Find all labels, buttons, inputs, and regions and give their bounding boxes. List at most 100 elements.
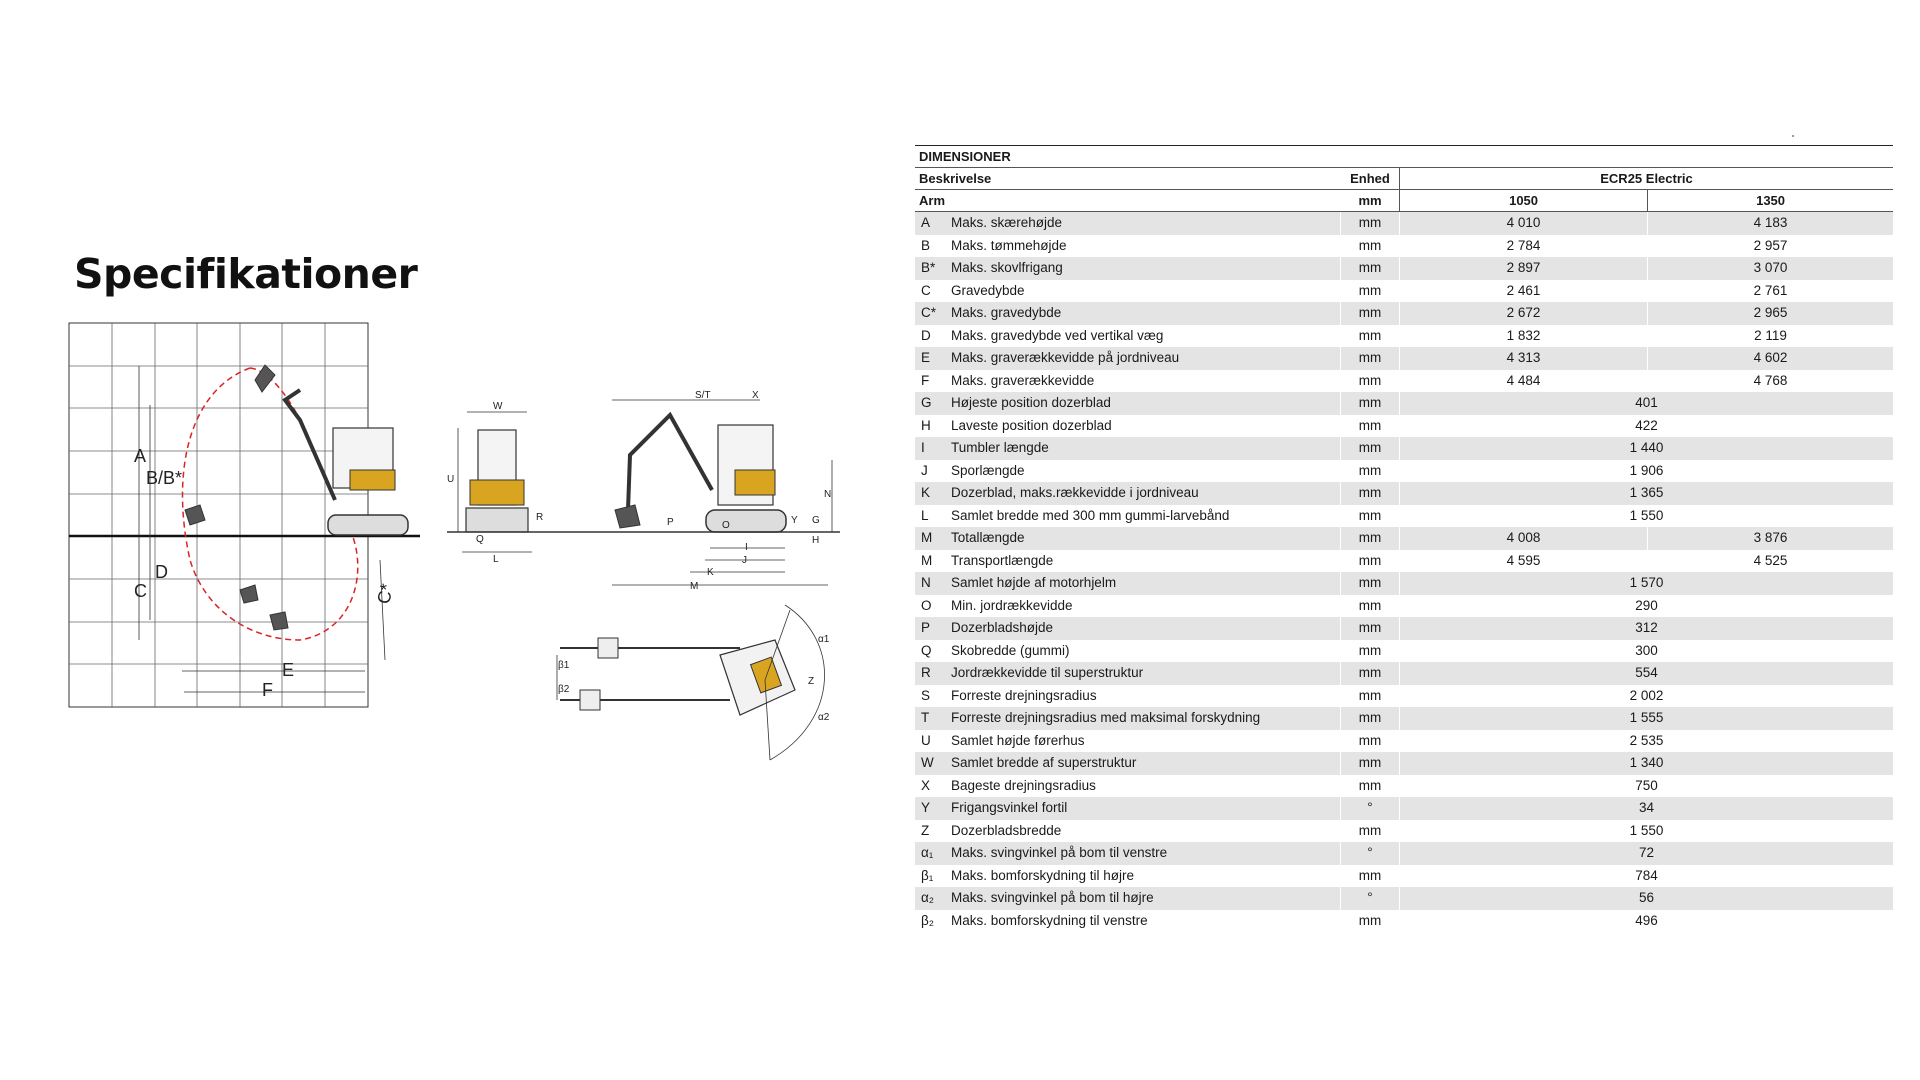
- row-unit: mm: [1340, 909, 1400, 932]
- row-unit: mm: [1340, 774, 1400, 797]
- row-description: Højeste position dozerblad: [947, 392, 1341, 415]
- row-value: 34: [1399, 797, 1893, 820]
- row-code: β₁: [915, 864, 947, 887]
- row-value: 1 340: [1399, 752, 1893, 775]
- label-alpha-1: α1: [818, 634, 830, 645]
- row-value: 1 555: [1399, 707, 1893, 730]
- row-description: Maks. bomforskydning til venstre: [947, 909, 1341, 932]
- row-value: 1 550: [1399, 819, 1893, 842]
- row-unit: °: [1340, 797, 1400, 820]
- page-title: Specifikationer: [74, 250, 418, 298]
- row-unit: °: [1340, 887, 1400, 910]
- row-code: α₂: [915, 887, 947, 910]
- row-code: D: [915, 324, 947, 347]
- row-description: Frigangsvinkel fortil: [947, 797, 1341, 820]
- label-i: I: [745, 542, 748, 553]
- row-value-arm-1050: 4 595: [1398, 549, 1648, 572]
- row-description: Skobredde (gummi): [947, 639, 1341, 662]
- row-unit: mm: [1340, 752, 1400, 775]
- row-unit: mm: [1340, 369, 1400, 392]
- row-description: Min. jordrækkevidde: [947, 594, 1341, 617]
- row-value: 1 550: [1399, 504, 1893, 527]
- excavator-dimension-drawings: A B/B* D C C* E F W U R Q L: [68, 322, 840, 761]
- top-view-labels: α1 α2 β1 β2 Z: [558, 634, 830, 723]
- row-description: Maks. tømmehøjde: [947, 234, 1341, 257]
- row-unit: mm: [1340, 482, 1400, 505]
- label-h: H: [812, 535, 819, 546]
- row-value-arm-1350: 4 525: [1647, 549, 1893, 572]
- row-description: Dozerblad, maks.rækkevidde i jordniveau: [947, 482, 1341, 505]
- row-code: L: [915, 504, 947, 527]
- row-description: Maks. skærehøjde: [947, 211, 1341, 235]
- row-code: Q: [915, 639, 947, 662]
- row-unit: mm: [1340, 819, 1400, 842]
- row-value-arm-1050: 2 897: [1398, 257, 1648, 280]
- row-value-arm-1350: 2 761: [1647, 279, 1893, 302]
- row-value-arm-1350: 2 957: [1647, 234, 1893, 257]
- label-c: C: [134, 581, 147, 601]
- row-description: Samlet højde af motorhjelm: [947, 572, 1341, 595]
- label-e: E: [282, 660, 294, 680]
- row-code: G: [915, 392, 947, 415]
- label-j: J: [742, 555, 747, 566]
- row-unit: mm: [1340, 639, 1400, 662]
- row-value-arm-1050: 2 461: [1398, 279, 1648, 302]
- row-unit: mm: [1340, 347, 1400, 370]
- arm-header-row: Arm mm 1050 1350: [915, 189, 1893, 212]
- row-unit: mm: [1340, 392, 1400, 415]
- row-code: Z: [915, 819, 947, 842]
- section-title: DIMENSIONER: [915, 145, 1893, 168]
- row-value: 401: [1399, 392, 1893, 415]
- row-unit: mm: [1340, 302, 1400, 325]
- row-value-arm-1350: 2 965: [1647, 302, 1893, 325]
- transport-view-labels: S/T X N O P I J K M Y H G: [667, 390, 831, 592]
- row-description: Maks. gravedybde: [947, 302, 1341, 325]
- row-description: Bageste drejningsradius: [947, 774, 1341, 797]
- row-description: Forreste drejningsradius: [947, 684, 1341, 707]
- row-code: β₂: [915, 909, 947, 932]
- row-code: A: [915, 211, 947, 235]
- front-view-drawing: [447, 411, 560, 553]
- label-q: Q: [476, 534, 484, 545]
- row-code: N: [915, 572, 947, 595]
- column-header-row: Beskrivelse Enhed ECR25 Electric: [915, 167, 1893, 190]
- row-unit: mm: [1340, 617, 1400, 640]
- row-code: O: [915, 594, 947, 617]
- row-value-arm-1050: 4 484: [1398, 369, 1648, 392]
- row-value-arm-1050: 4 010: [1398, 211, 1648, 235]
- row-description: Maks. svingvinkel på bom til venstre: [947, 842, 1341, 865]
- label-m: M: [690, 581, 698, 592]
- row-code: J: [915, 459, 947, 482]
- row-code: P: [915, 617, 947, 640]
- side-view-drawing: [68, 322, 420, 708]
- row-unit: mm: [1340, 257, 1400, 280]
- label-f: F: [262, 680, 273, 700]
- row-code: α₁: [915, 842, 947, 865]
- row-unit: mm: [1340, 572, 1400, 595]
- arm-1350: 1350: [1647, 189, 1893, 212]
- row-unit: mm: [1340, 707, 1400, 730]
- row-code: C*: [915, 302, 947, 325]
- row-value: 1 440: [1399, 437, 1893, 460]
- front-view-labels: W U R Q L: [447, 401, 543, 565]
- row-description: Transportlængde: [947, 549, 1341, 572]
- row-code: M: [915, 549, 947, 572]
- row-code: F: [915, 369, 947, 392]
- arm-1050: 1050: [1398, 189, 1648, 212]
